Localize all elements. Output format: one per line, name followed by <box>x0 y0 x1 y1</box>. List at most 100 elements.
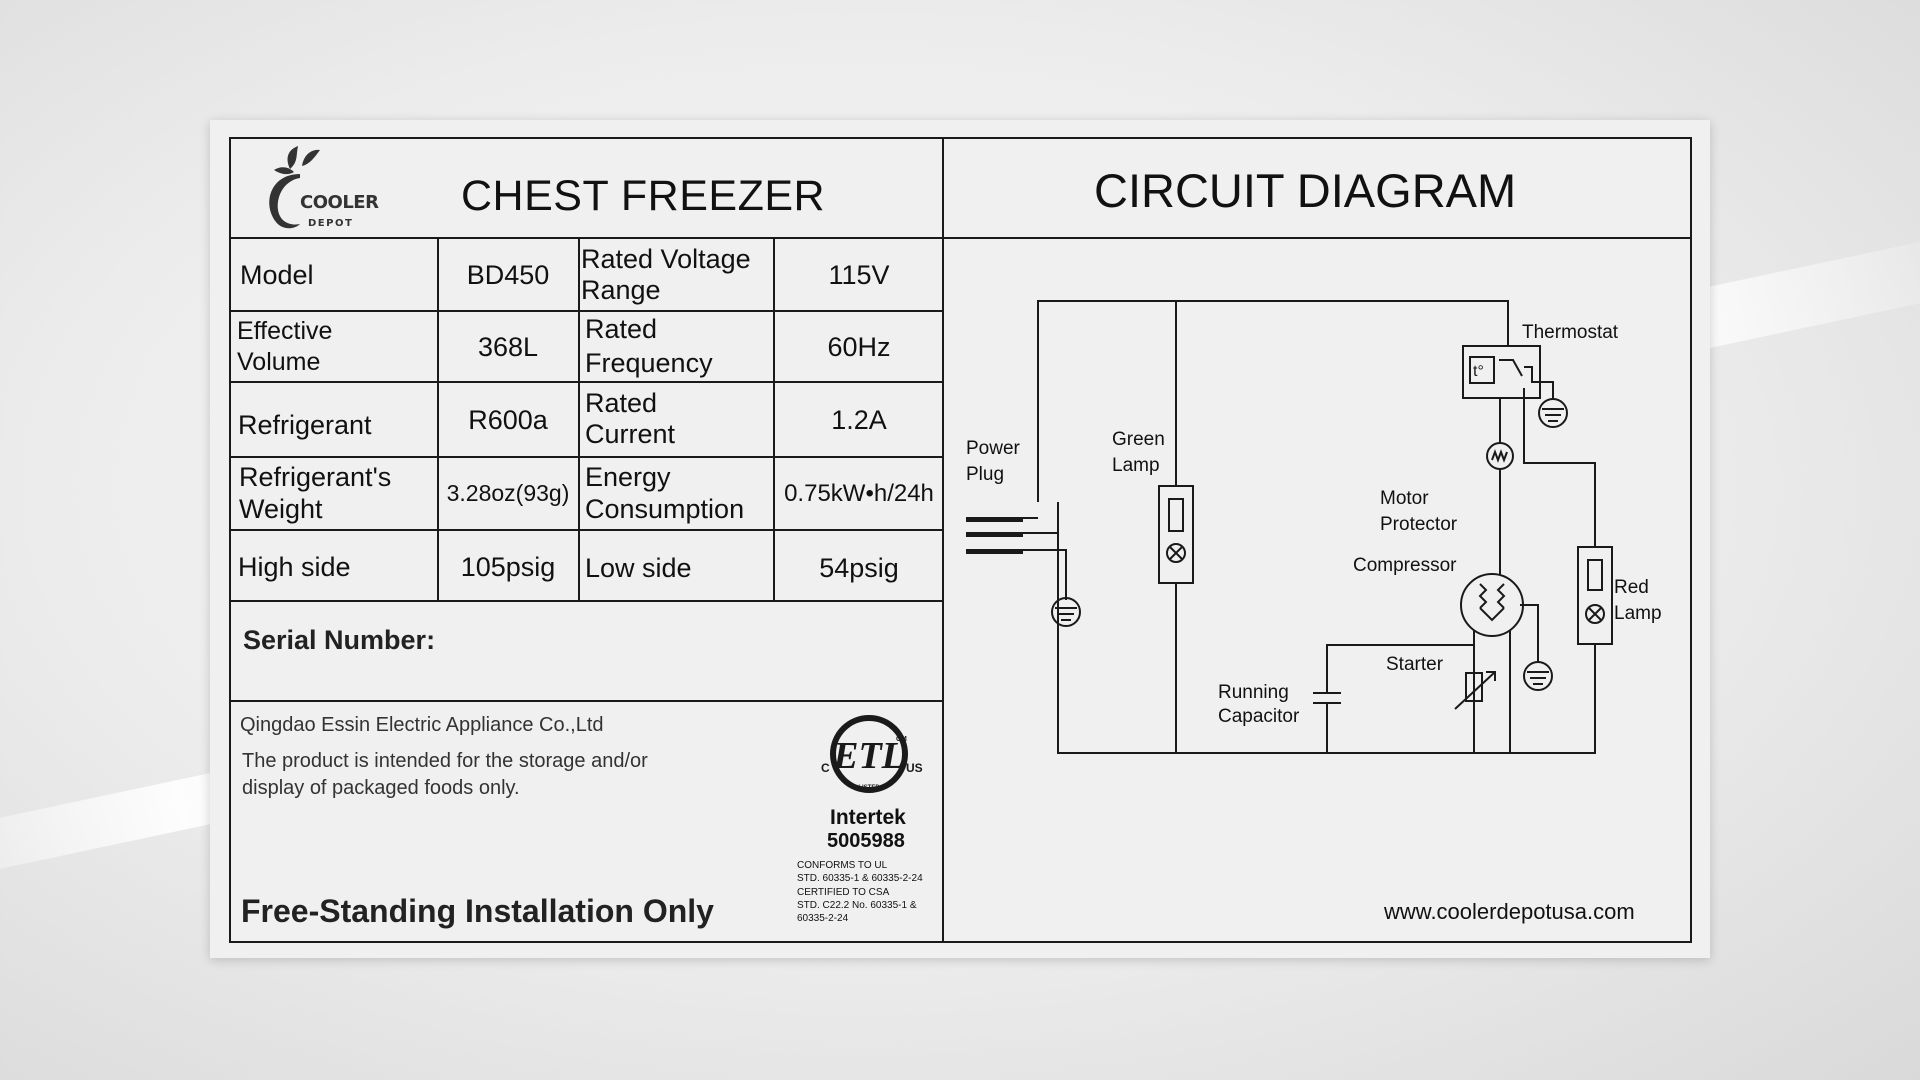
label-starter: Starter <box>1386 654 1444 675</box>
serial-number-label: Serial Number: <box>243 625 436 655</box>
website-url: www.coolerdepotusa.com <box>1384 899 1635 924</box>
spec-value-model: BD450 <box>466 260 550 290</box>
ground-icon <box>1538 398 1568 428</box>
installation-note: Free-Standing Installation Only <box>241 893 714 929</box>
label-running-capacitor: Capacitor <box>1218 706 1300 727</box>
etl-listed-mark: ETL C US CM LISTED <box>821 715 923 793</box>
svg-text:C: C <box>821 761 830 775</box>
wire <box>1022 549 1067 600</box>
spec-label-energy: Energy <box>585 462 671 492</box>
power-plug-icon <box>966 532 1023 537</box>
lamp-icon <box>1169 546 1183 560</box>
manufacturer-name: Qingdao Essin Electric Appliance Co.,Ltd <box>240 714 604 736</box>
spec-label-model: Model <box>240 260 314 290</box>
spec-label-volume: Effective <box>237 317 333 345</box>
ground-icon <box>1051 597 1081 627</box>
spec-label-volume: Volume <box>237 348 321 376</box>
svg-text:DEPOT: DEPOT <box>308 218 353 229</box>
wire <box>1523 388 1596 547</box>
starter-arrow <box>1454 671 1496 710</box>
label-running-capacitor: Running <box>1218 682 1289 703</box>
serial-divider <box>229 700 943 702</box>
svg-text:ETL: ETL <box>832 735 905 777</box>
label-compressor: Compressor <box>1353 555 1457 576</box>
red-lamp <box>1577 546 1613 645</box>
lamp-icon <box>1166 543 1186 563</box>
svg-text:CM: CM <box>896 736 907 743</box>
table-col-line <box>578 237 580 600</box>
label-power-plug: Plug <box>966 464 1005 485</box>
spec-value-voltage: 115V <box>828 260 890 290</box>
leaf-icon <box>302 149 320 166</box>
compressor-winding-icon <box>1478 583 1506 622</box>
spec-value-volume: 368L <box>477 332 539 362</box>
lamp-icon <box>1588 607 1602 621</box>
conformity-text: CERTIFIED TO CSA <box>797 887 890 898</box>
spec-value-refrigerant: R600a <box>468 405 548 435</box>
spec-label-voltage: Rated Voltage <box>581 244 751 274</box>
spec-value-low-side: 54psig <box>819 553 899 583</box>
usage-notice: The product is intended for the storage … <box>242 750 648 772</box>
conformity-text: STD. C22.2 No. 60335-1 & <box>797 900 917 911</box>
table-row-line <box>229 456 943 458</box>
table-row-line <box>229 529 943 531</box>
wire <box>1520 604 1539 663</box>
power-plug-icon <box>966 549 1023 554</box>
conformity-text: 60335-2-24 <box>797 913 849 924</box>
motor-protector-icon <box>1491 449 1508 463</box>
spec-label-current: Current <box>585 419 676 449</box>
wire <box>1524 366 1554 400</box>
table-col-line <box>437 237 439 600</box>
header-divider <box>229 237 1692 239</box>
table-row-line <box>229 600 943 602</box>
thermostat <box>1462 345 1541 399</box>
conformity-text: STD. 60335-1 & 60335-2-24 <box>797 873 923 884</box>
wire <box>1326 644 1474 693</box>
label-green-lamp: Lamp <box>1112 455 1160 476</box>
resistor-icon <box>1587 559 1603 591</box>
lamp-icon <box>1585 604 1605 624</box>
section-divider <box>942 137 944 943</box>
starter-arrow <box>1486 671 1496 681</box>
certification-lab: Intertek <box>830 806 906 829</box>
spec-label-voltage: Range <box>581 275 661 305</box>
conformity-text: CONFORMS TO UL <box>797 860 888 871</box>
label-thermostat: Thermostat <box>1522 322 1619 343</box>
spec-label-energy: Consumption <box>585 494 745 524</box>
spec-value-energy: 0.75kW•h/24h <box>784 480 934 507</box>
spec-value-current: 1.2A <box>831 405 887 435</box>
svg-text:COOLER: COOLER <box>300 192 379 213</box>
switch-icon <box>1499 359 1523 377</box>
svg-text:LISTED: LISTED <box>858 785 880 791</box>
usage-notice: display of packaged foods only. <box>242 777 520 799</box>
spec-label-refrigerant: Refrigerant <box>238 410 372 440</box>
circuit-diagram: t° <box>966 300 1613 754</box>
svg-text:US: US <box>906 761 923 775</box>
product-title: CHEST FREEZER <box>461 172 826 220</box>
label-frame <box>229 137 1692 943</box>
label-red-lamp: Red <box>1614 577 1649 598</box>
spec-label-weight: Weight <box>239 494 323 524</box>
product-label: COOLER DEPOT CHEST FREEZER Model BD450 R… <box>210 120 1710 958</box>
compressor <box>1460 573 1524 637</box>
label-red-lamp: Lamp <box>1614 603 1662 624</box>
spec-label-weight: Refrigerant's <box>239 462 392 492</box>
label-motor-protector: Motor <box>1380 488 1429 509</box>
spec-label-high-side: High side <box>238 552 351 582</box>
ground-icon <box>1523 661 1553 691</box>
spec-value-frequency: 60Hz <box>827 332 891 362</box>
spec-value-weight: 3.28oz(93g) <box>446 480 570 506</box>
thermostat-sensor-icon <box>1469 356 1495 384</box>
thermostat-symbol: t° <box>1473 363 1484 380</box>
table-row-line <box>229 381 943 383</box>
starter-icon <box>1465 672 1483 702</box>
spec-value-high-side: 105psig <box>460 552 556 582</box>
label-power-plug: Power <box>966 438 1020 459</box>
label-motor-protector: Protector <box>1380 514 1458 535</box>
certification-number: 5005988 <box>827 830 905 852</box>
resistor-icon <box>1168 498 1184 532</box>
wire <box>1037 300 1509 502</box>
spec-label-current: Rated <box>585 388 658 418</box>
spec-label-frequency: Rated <box>585 314 658 344</box>
power-plug-icon <box>966 517 1023 522</box>
